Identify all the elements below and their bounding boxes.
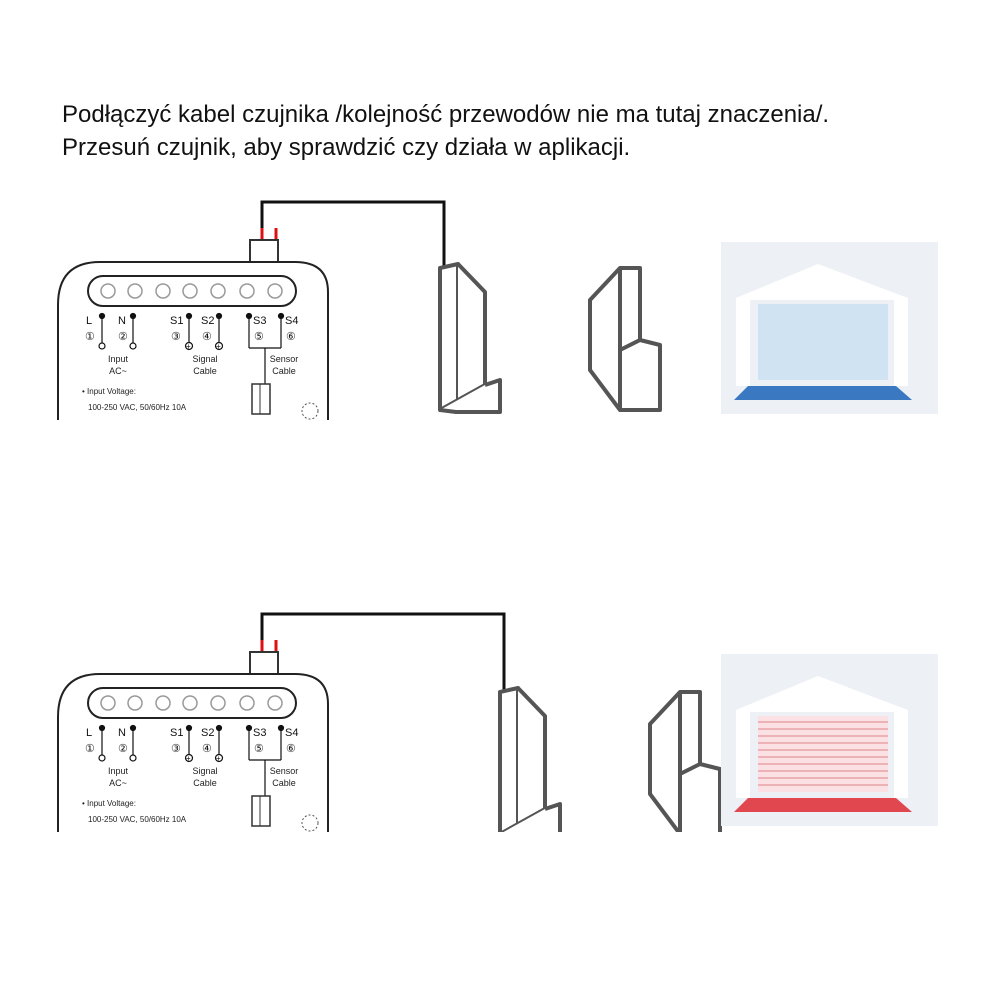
terminal-number: ① — [85, 743, 95, 755]
spec-version: • Version: dvzo — [82, 831, 136, 832]
sensor-cable-label: Cable — [272, 778, 296, 788]
terminal-label: S2 — [201, 315, 214, 327]
terminal-label: L — [86, 727, 92, 739]
terminal-screws — [100, 283, 283, 299]
terminal-number: ③ — [171, 331, 181, 343]
input-label: Input — [108, 766, 129, 776]
terminal-screws — [100, 695, 283, 711]
smart-module: L N S1 S2 S3 S4 ① ② ③ ④ ⑤ ⑥ — [57, 261, 329, 531]
terminal-number: ④ — [202, 331, 212, 343]
indicator-light — [301, 814, 319, 832]
svg-text:+: + — [186, 754, 191, 763]
terminal-label: S3 — [253, 315, 266, 327]
terminal-number: ② — [118, 743, 128, 755]
instruction-line-2: Przesuń czujnik, aby sprawdzić czy dział… — [62, 134, 631, 161]
svg-text:+: + — [216, 342, 221, 351]
garage-icon — [721, 242, 938, 414]
terminal-labels: L N S1 S2 S3 S4 — [86, 727, 298, 739]
terminal-number: ③ — [171, 743, 181, 755]
terminal-label: L — [86, 315, 92, 327]
sensor-cable — [249, 612, 506, 692]
smart-module: L N S1 S2 S3 S4 ① ② ③ ④ ⑤ ⑥ — [57, 673, 329, 943]
terminal-numbers: ① ② ③ ④ ⑤ ⑥ — [85, 331, 296, 343]
spec-voltage-value: 100-250 VAC, 50/60Hz 10A — [88, 403, 187, 412]
input-label: Input — [108, 354, 129, 364]
garage-icon — [721, 654, 938, 826]
signal-cable-label: Cable — [193, 366, 217, 376]
terminal-label: N — [118, 727, 126, 739]
terminal-label: S1 — [170, 315, 183, 327]
spec-voltage-title: • Input Voltage: — [82, 799, 136, 808]
svg-text:+: + — [216, 754, 221, 763]
input-label: AC~ — [109, 366, 127, 376]
instruction-line-1: Podłączyć kabel czujnika /kolejność prze… — [62, 101, 830, 128]
sensor-cable-label: Sensor — [270, 354, 299, 364]
wiring-diagram: L N S1 S2 S3 S4 ① ② ③ ④ ⑤ ⑥ — [57, 200, 938, 531]
terminal-number: ⑥ — [286, 743, 296, 755]
terminal-labels: L N S1 S2 S3 S4 — [86, 315, 298, 327]
sensor-cable-label: Cable — [272, 366, 296, 376]
terminal-label: S3 — [253, 727, 266, 739]
sensor-cable — [249, 200, 446, 268]
svg-text:+: + — [186, 342, 191, 351]
panel-closed: L N S1 S2 S3 S4 ① ② ③ ④ ⑤ ⑥ — [0, 412, 991, 943]
spec-voltage-value: 100-250 VAC, 50/60Hz 10A — [88, 815, 187, 824]
terminal-number: ⑥ — [286, 331, 296, 343]
signal-cable-label: Cable — [193, 778, 217, 788]
terminal-label: S1 — [170, 727, 183, 739]
wiring-diagram: L N S1 S2 S3 S4 ① ② ③ ④ ⑤ ⑥ — [57, 612, 938, 943]
indicator-light — [301, 402, 319, 420]
sensor-cable-label: Sensor — [270, 766, 299, 776]
terminal-label: S4 — [285, 315, 298, 327]
signal-cable-label: Signal — [192, 766, 217, 776]
spec-voltage-title: • Input Voltage: — [82, 387, 136, 396]
terminal-number: ② — [118, 331, 128, 343]
signal-cable-label: Signal — [192, 354, 217, 364]
terminal-number: ⑤ — [254, 331, 264, 343]
panel-open: L N S1 S2 S3 S4 ① ② ③ ④ ⑤ ⑥ — [0, 0, 991, 531]
terminal-numbers: ① ② ③ ④ ⑤ ⑥ — [85, 743, 296, 755]
terminal-label: N — [118, 315, 126, 327]
door-sensor — [438, 262, 662, 414]
terminal-number: ① — [85, 331, 95, 343]
input-label: AC~ — [109, 778, 127, 788]
terminal-number: ④ — [202, 743, 212, 755]
terminal-number: ⑤ — [254, 743, 264, 755]
door-sensor — [498, 686, 722, 838]
terminal-label: S4 — [285, 727, 298, 739]
terminal-label: S2 — [201, 727, 214, 739]
instructions-text: Podłączyć kabel czujnika /kolejność prze… — [62, 98, 972, 164]
